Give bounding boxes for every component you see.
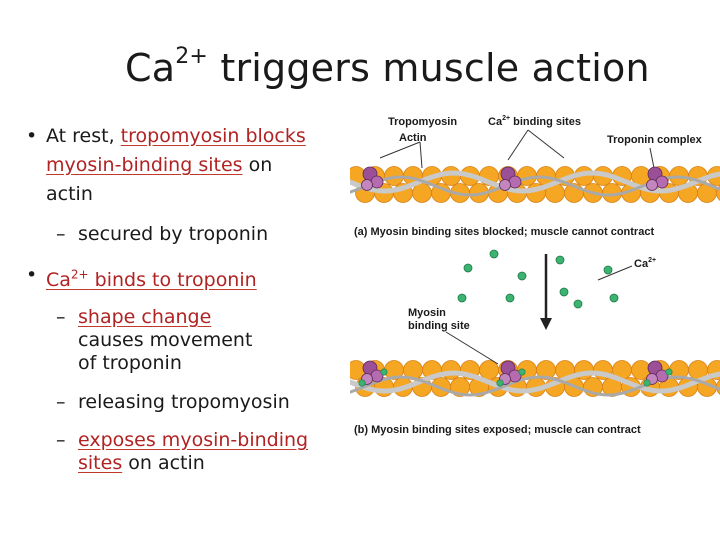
caption-a: (a) Myosin binding sites blocked; muscle…	[354, 226, 655, 238]
dash-marker: –	[56, 391, 66, 413]
actin-label: Actin	[399, 132, 427, 144]
pointer-line	[419, 141, 423, 169]
binding-site-label: binding site	[408, 320, 470, 332]
dash-marker: –	[56, 223, 66, 245]
filament-diagram	[350, 129, 720, 397]
pointer-line	[507, 129, 529, 161]
slide-title: Ca2+ triggers muscle action	[125, 44, 650, 91]
tropomyosin-blocks-link: tropomyosin blocks	[120, 125, 306, 147]
bullet-1-line-1: At rest, tropomyosin blocks	[46, 125, 306, 147]
arrow-head	[540, 318, 552, 330]
bound-calcium	[380, 368, 388, 376]
bound-calcium	[358, 379, 366, 387]
calcium-ion	[609, 293, 619, 303]
bullet-2-line-1: Ca2+ binds to troponin	[46, 268, 257, 292]
troponin-subunit	[370, 175, 384, 189]
troponin-complex-label: Troponin complex	[607, 134, 702, 146]
bullet-2-sub-1-line-3: of troponin	[78, 352, 182, 374]
calcium-ion	[555, 255, 565, 265]
bullet-marker: •	[26, 125, 38, 147]
tropomyosin-label: Tropomyosin	[388, 116, 458, 128]
tropomyosin-strand	[350, 370, 720, 394]
calcium-ion	[517, 271, 527, 281]
actin-bead	[412, 183, 432, 203]
tropomyosin-strand	[350, 170, 720, 194]
shape-change-link: shape change	[78, 306, 212, 328]
pointer-line	[527, 129, 565, 159]
calcium-ion	[573, 299, 583, 309]
bound-calcium	[518, 368, 526, 376]
troponin-subunit	[499, 179, 511, 191]
bullet-marker: •	[26, 264, 38, 286]
troponin-subunit	[361, 179, 373, 191]
pointer-line	[445, 331, 499, 365]
pointer-line	[597, 265, 633, 281]
bullet-2-sub-3-line-2: sites on actin	[78, 452, 205, 474]
calcium-ion	[489, 249, 499, 259]
troponin-subunit	[655, 175, 669, 189]
pointer-line	[649, 147, 655, 169]
dash-marker: –	[56, 429, 66, 451]
caption-b: (b) Myosin binding sites exposed; muscle…	[354, 424, 641, 436]
calcium-ion	[457, 293, 467, 303]
ca-ion-label: Ca2+	[634, 257, 657, 270]
calcium-ion	[559, 287, 569, 297]
bullet-1-line-2: myosin-binding sites on	[46, 154, 273, 176]
myosin-binding-sites-link: myosin-binding sites	[46, 154, 243, 176]
troponin-subunit	[646, 179, 658, 191]
ca-binding-sites-label: Ca2+ binding sites	[488, 115, 581, 128]
calcium-ion	[603, 265, 613, 275]
bullet-2-sub-2: releasing tropomyosin	[78, 391, 290, 413]
calcium-ion	[463, 263, 473, 273]
bullet-2-sub-1-line-2: causes movement	[78, 329, 253, 351]
exposes-myosin-binding-link: exposes myosin-binding	[78, 429, 309, 451]
bound-calcium	[496, 379, 504, 387]
muscle-contraction-figure: Tropomyosin Actin Ca2+ binding sites Tro…	[350, 108, 720, 448]
dash-marker: –	[56, 306, 66, 328]
actin-bead	[479, 360, 499, 380]
actin-bead	[441, 360, 461, 380]
calcium-ion	[505, 293, 515, 303]
troponin-subunit	[508, 175, 522, 189]
filament-exposed	[350, 360, 720, 397]
bound-calcium	[665, 368, 673, 376]
pointer-line	[379, 141, 421, 159]
calcium-ions	[457, 249, 619, 309]
bullet-1-sub: secured by troponin	[78, 223, 269, 245]
bullet-1-line-3: actin	[46, 183, 93, 205]
actin-bead	[716, 185, 720, 201]
filament-blocked	[350, 166, 720, 203]
myosin-label: Myosin	[408, 307, 446, 319]
bound-calcium	[643, 379, 651, 387]
